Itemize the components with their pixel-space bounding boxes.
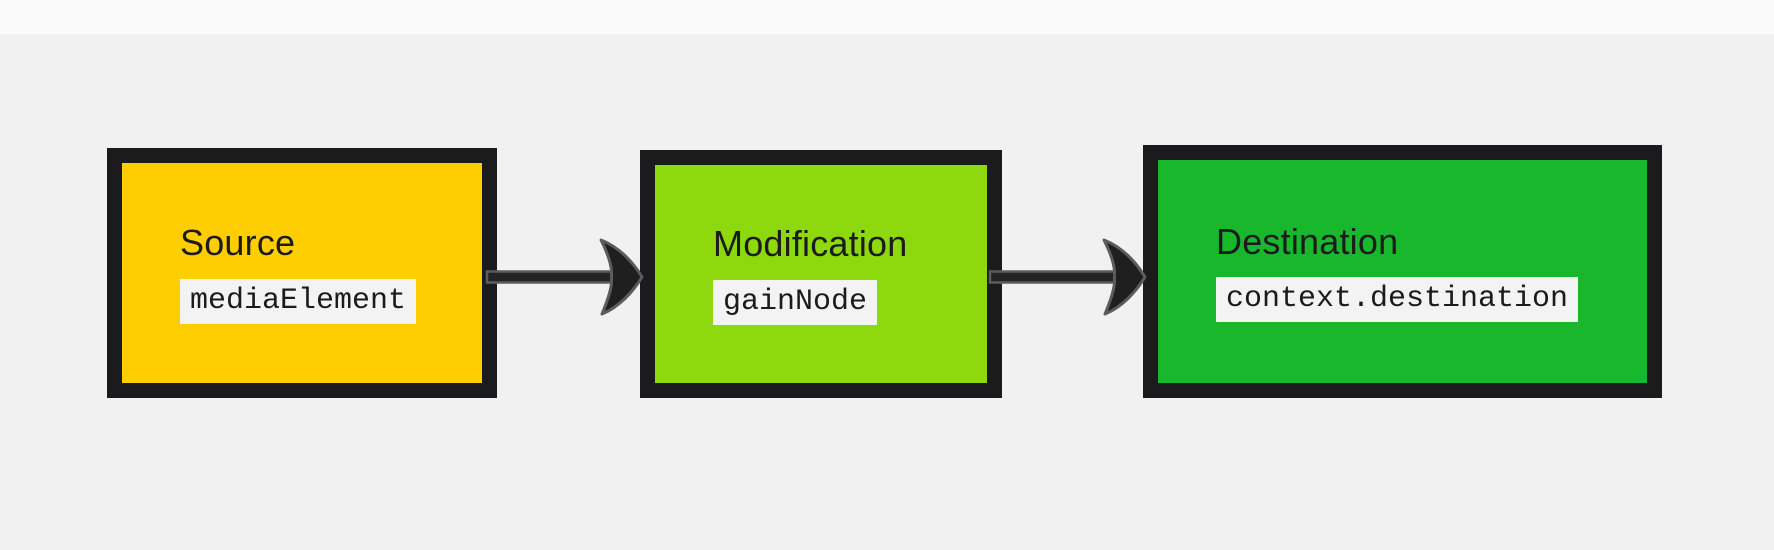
node-code-chip: gainNode (713, 279, 878, 325)
arrow-right-icon (988, 238, 1147, 316)
node-title: Source (180, 222, 296, 264)
node-title: Destination (1216, 220, 1399, 262)
node-title: Modification (713, 223, 908, 265)
node-code-chip: context.destination (1216, 277, 1579, 323)
node-destination: Destination context.destination (1143, 145, 1662, 398)
arrow-right-icon (485, 238, 644, 316)
top-strip (0, 0, 1774, 34)
node-source: Source mediaElement (107, 148, 497, 398)
node-code-chip: mediaElement (180, 278, 417, 324)
node-modification: Modification gainNode (640, 150, 1002, 398)
